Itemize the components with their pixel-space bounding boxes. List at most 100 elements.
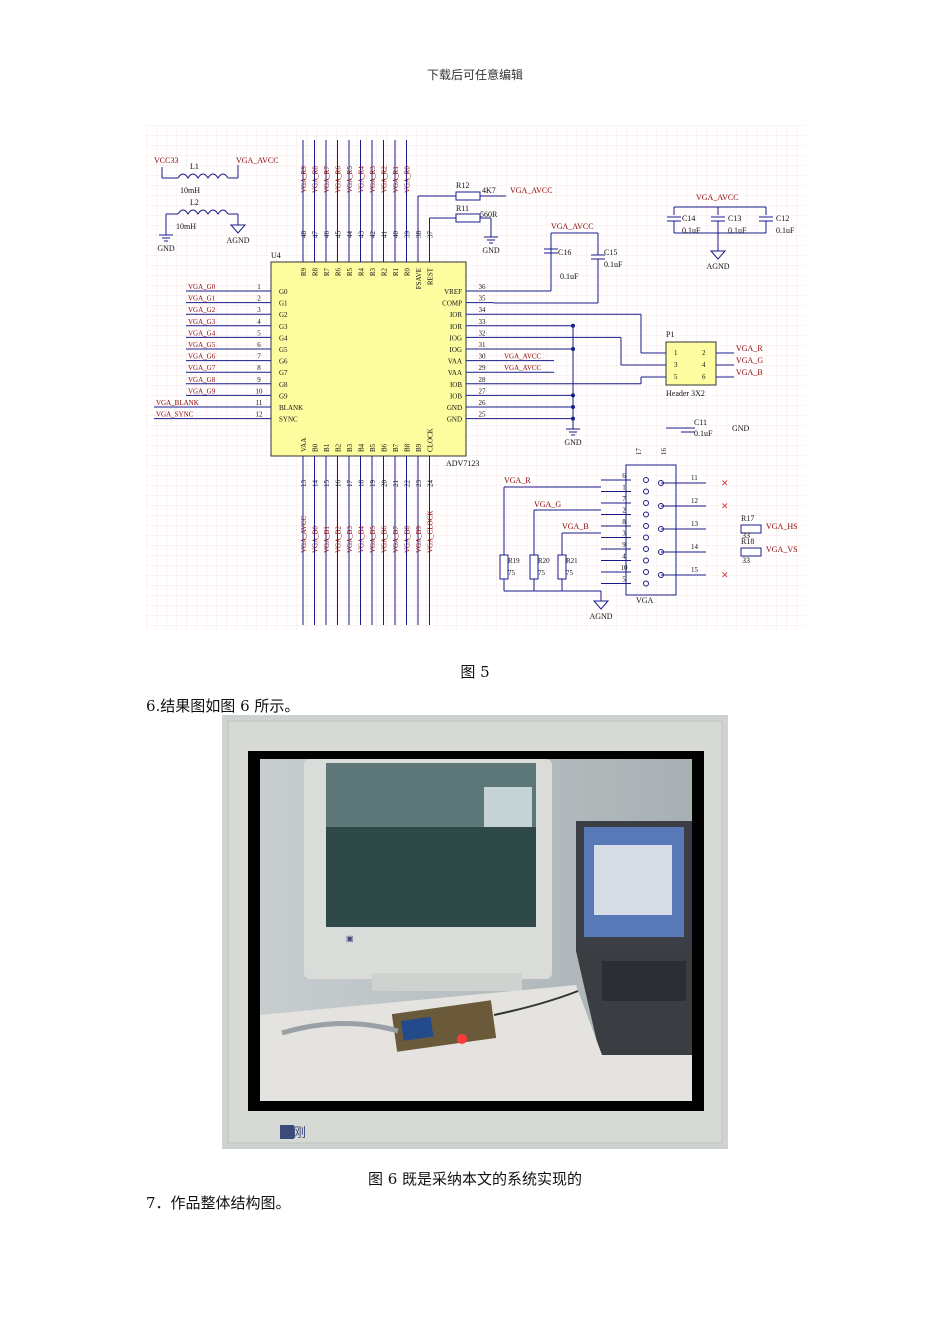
- top-pin-number: 42: [369, 231, 377, 239]
- vga-right-num: 11: [691, 474, 698, 482]
- c15-value: 0.1uF: [604, 260, 623, 269]
- vga-nc-mark: ✕: [721, 570, 729, 580]
- chip-part-name: ADV7123: [446, 459, 479, 468]
- junction-dot: [571, 323, 575, 328]
- top-net-label: VGA_R9: [300, 166, 308, 193]
- r12-net: VGA_AVCC: [510, 186, 553, 195]
- right-pin-name: GND: [447, 416, 462, 424]
- bottom-pin-number: 24: [427, 480, 435, 488]
- left-net-label: VGA_G1: [188, 295, 216, 303]
- header-net: VGA_B: [736, 368, 763, 377]
- right-net-label: VGA_AVCC: [504, 353, 542, 361]
- top-pin-name: R6: [335, 268, 343, 277]
- bottom-pin-number: 13: [300, 480, 308, 488]
- bottom-pin-number: 16: [335, 480, 343, 488]
- r12-value: 4K7: [482, 186, 496, 195]
- right-pin-name: VREF: [444, 288, 462, 296]
- header-net: VGA_R: [736, 344, 763, 353]
- left-pin-number: 3: [257, 306, 261, 314]
- vga-left-num: 5: [622, 576, 626, 584]
- vga-left-num: 3: [622, 530, 626, 538]
- brand-logo-icon: [280, 1125, 294, 1139]
- bottom-pin-number: 20: [381, 480, 389, 488]
- l2-ref: L2: [190, 198, 199, 207]
- top-pin-name: R1: [392, 268, 400, 277]
- left-pin-name: G0: [279, 288, 288, 296]
- r11-gnd-label: GND: [482, 246, 500, 255]
- top-net-label: VGA_R6: [335, 166, 343, 193]
- right-pin-name: IOB: [450, 381, 462, 389]
- top-pin-name: R4: [358, 268, 366, 277]
- bottom-net-label: VGA_CLOCK: [427, 511, 435, 553]
- left-pin-number: 9: [257, 376, 261, 384]
- vga-label: VGA: [636, 596, 654, 605]
- page-header: 下载后可任意编辑: [426, 68, 523, 82]
- bottom-net-label: VGA_B2: [335, 526, 343, 553]
- left-pin-name: G7: [279, 369, 288, 377]
- vga-left-num: 1: [622, 484, 626, 492]
- right-pin-number: 34: [479, 306, 487, 314]
- c11-net: GND: [732, 424, 750, 433]
- vga-left-num: 4: [622, 553, 626, 561]
- left-net-label: VGA_G4: [188, 329, 216, 337]
- top-pin-number: 41: [381, 231, 389, 239]
- header-pin-number: 6: [702, 373, 706, 381]
- header-pin-number: 4: [702, 361, 706, 369]
- left-net-label: VGA_G7: [188, 364, 216, 372]
- left-pin-name: G3: [279, 323, 288, 331]
- left-net-label: VGA_G6: [188, 353, 216, 361]
- vga-agnd-label-symbol: [592, 600, 610, 610]
- top-net-label: VGA_R3: [369, 166, 377, 193]
- bottom-net-label: VGA_B7: [392, 526, 400, 553]
- c12-ref: C12: [776, 214, 789, 223]
- header-pin-number: 1: [674, 349, 678, 357]
- top-net-label: VGA_R4: [358, 166, 366, 193]
- left-pin-number: 7: [257, 353, 261, 361]
- bottom-pin-name: B4: [358, 443, 366, 452]
- header-pin-number: 2: [702, 349, 706, 357]
- r17-net: VGA_HS: [766, 522, 798, 531]
- r21-value: 75: [566, 569, 574, 577]
- c12-value: 0.1uF: [776, 226, 795, 235]
- caps-vref-net: VGA_AVCC: [551, 222, 594, 231]
- header-part: Header 3X2: [666, 389, 705, 398]
- right-pin-name: VAA: [448, 358, 462, 366]
- bottom-pin-number: 17: [346, 480, 354, 488]
- r12-ref: R12: [456, 181, 469, 190]
- l2-gnd-label: GND: [157, 244, 175, 253]
- l1-ref: L1: [190, 162, 199, 171]
- right-pin-number: 35: [479, 295, 487, 303]
- left-pin-number: 5: [257, 329, 261, 337]
- header-net: VGA_G: [736, 356, 763, 365]
- right-net-label: VGA_AVCC: [504, 364, 542, 372]
- l2-coil: [177, 209, 229, 215]
- c11-value: 0.1uF: [694, 429, 713, 438]
- r18-resistor: [740, 547, 762, 557]
- top-pin-number: 38: [415, 231, 423, 239]
- r11-ref: R11: [456, 204, 469, 213]
- right-pin-name: IOR: [450, 311, 462, 319]
- l1-net: VGA_AVCC: [236, 156, 279, 165]
- top-net-label: VGA_R8: [312, 166, 320, 193]
- bottom-net-label: VGA_B3: [346, 526, 354, 553]
- top-pin-name: R9: [300, 268, 308, 277]
- bottom-pin-number: 22: [404, 480, 412, 488]
- bottom-pin-name: B6: [381, 443, 389, 452]
- top-pin-name: R8: [312, 268, 320, 277]
- vga-pin-hole: [658, 572, 664, 578]
- c13-value: 0.1uF: [728, 226, 747, 235]
- left-pin-number: 12: [256, 411, 264, 419]
- vga-pin-hole: [658, 480, 664, 486]
- c13-ref: C13: [728, 214, 741, 223]
- bottom-net-label: VGA_B4: [358, 526, 366, 553]
- vga-pin-hole: [658, 503, 664, 509]
- vga-agnd-label: AGND: [589, 612, 612, 621]
- right-pin-number: 29: [479, 364, 487, 372]
- r20-ref: R20: [538, 557, 550, 565]
- left-pin-name: G5: [279, 346, 288, 354]
- svg-text:▣: ▣: [346, 934, 354, 943]
- header-p1: [665, 341, 717, 386]
- right-pin-number: 26: [479, 399, 487, 407]
- r17-value: 33: [742, 531, 750, 540]
- vga-pin-hole: [643, 511, 649, 518]
